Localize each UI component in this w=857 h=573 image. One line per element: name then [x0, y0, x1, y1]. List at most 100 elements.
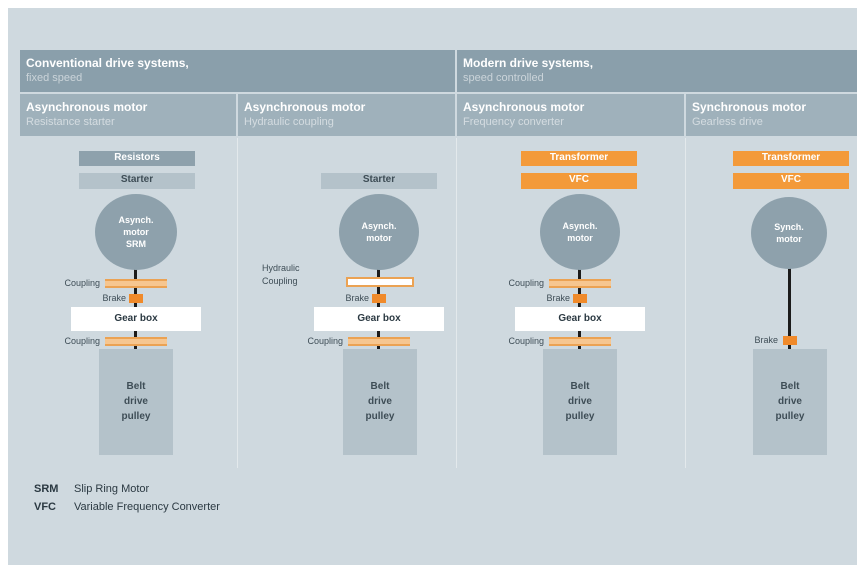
- hydraulic-coupling: [346, 277, 414, 287]
- column-4-subtitle: Gearless drive: [692, 116, 763, 128]
- legend-text: Slip Ring Motor: [74, 483, 150, 495]
- vfc-box: VFC: [733, 173, 849, 189]
- coupling-top-label: Coupling: [508, 278, 544, 288]
- starter-box: Starter: [321, 173, 437, 189]
- column-header-2: Asynchronous motor Hydraulic coupling: [244, 100, 365, 129]
- column-separator: [456, 138, 457, 468]
- header-conventional-bar: [20, 50, 455, 92]
- motor-shaft: [578, 260, 581, 350]
- motor-label-line: motor: [123, 227, 149, 237]
- coupling-bottom-label: Coupling: [508, 336, 544, 346]
- column-3-title: Asynchronous motor: [463, 100, 585, 114]
- column-header-3: Asynchronous motor Frequency converter: [463, 100, 584, 129]
- pulley-label-line: drive: [368, 396, 392, 407]
- pulley-label-line: drive: [568, 396, 592, 407]
- motor-label-line: Synch.: [774, 222, 804, 232]
- header-modern-subtitle: speed controlled: [463, 72, 544, 84]
- pulley-label-line: pulley: [565, 411, 595, 422]
- asynch-motor: Asynch. motor: [339, 194, 419, 270]
- header-conventional-subtitle: fixed speed: [26, 72, 83, 84]
- brake: [573, 294, 587, 303]
- coupling-top: [105, 279, 167, 288]
- column-separator: [685, 138, 686, 468]
- coupling-bottom: [549, 337, 611, 346]
- subheader-bar-3: [457, 94, 684, 136]
- subheader-bar-1: [20, 94, 236, 136]
- synch-motor: Synch. motor: [751, 197, 827, 269]
- asynch-motor: Asynch. motor: [540, 194, 620, 270]
- hydraulic-coupling-label: Hydraulic Coupling: [262, 262, 300, 288]
- transformer-box: Transformer: [733, 151, 849, 166]
- gear-box: Gear box: [515, 307, 645, 331]
- hydraulic-label-line: Hydraulic: [262, 263, 300, 273]
- subheader-bar-4: [686, 94, 857, 136]
- brake-label: Brake: [754, 335, 778, 345]
- pulley-label-line: drive: [778, 396, 802, 407]
- column-1-subtitle: Resistance starter: [26, 116, 115, 128]
- legend-text: Variable Frequency Converter: [74, 501, 220, 513]
- motor-label-line: motor: [366, 233, 392, 243]
- header-modern-title: Modern drive systems,: [463, 56, 594, 70]
- pulley-label-line: drive: [124, 396, 148, 407]
- coupling-bottom: [348, 337, 410, 346]
- column-3-subtitle: Frequency converter: [463, 116, 564, 128]
- column-header-4: Synchronous motor Gearless drive: [692, 100, 806, 129]
- transformer-box: Transformer: [521, 151, 637, 166]
- motor-shaft: [788, 260, 791, 350]
- pulley-label-line: pulley: [121, 411, 151, 422]
- brake-label: Brake: [345, 293, 369, 303]
- belt-drive-pulley: Belt drive pulley: [753, 349, 827, 455]
- brake: [129, 294, 143, 303]
- header-modern-bar: [457, 50, 857, 92]
- motor-label-line: motor: [776, 234, 802, 244]
- hydraulic-label-line: Coupling: [262, 276, 298, 286]
- motor-label-line: Asynch.: [118, 215, 154, 225]
- pulley-label-line: Belt: [370, 381, 390, 392]
- motor-label-line: motor: [567, 233, 593, 243]
- subheader-bar-2: [238, 94, 455, 136]
- belt-drive-pulley: Belt drive pulley: [343, 349, 417, 455]
- legend-abbr: SRM: [34, 483, 59, 495]
- motor-shaft: [377, 260, 380, 350]
- coupling-bottom-label: Coupling: [307, 336, 343, 346]
- legend: SRM Slip Ring Motor VFC Variable Frequency…: [34, 480, 220, 516]
- resistors-box: Resistors: [79, 151, 195, 166]
- motor-label-line: Asynch.: [361, 221, 397, 231]
- belt-drive-pulley: Belt drive pulley: [99, 349, 173, 455]
- column-separator: [237, 138, 238, 468]
- vfc-box: VFC: [521, 173, 637, 189]
- brake: [372, 294, 386, 303]
- gear-box: Gear box: [314, 307, 444, 331]
- header-modern: Modern drive systems, speed controlled: [463, 56, 593, 85]
- brake-label: Brake: [102, 293, 126, 303]
- motor-label-line: Asynch.: [562, 221, 598, 231]
- column-header-1: Asynchronous motor Resistance starter: [26, 100, 147, 129]
- motor-shaft: [134, 260, 137, 350]
- legend-item: VFC Variable Frequency Converter: [34, 498, 220, 516]
- pulley-label-line: pulley: [775, 411, 805, 422]
- legend-item: SRM Slip Ring Motor: [34, 480, 220, 498]
- brake: [783, 336, 797, 345]
- pulley-label-line: Belt: [570, 381, 590, 392]
- pulley-label-line: pulley: [365, 411, 395, 422]
- column-2-subtitle: Hydraulic coupling: [244, 116, 334, 128]
- brake-label: Brake: [546, 293, 570, 303]
- pulley-label-line: Belt: [126, 381, 146, 392]
- header-conventional-title: Conventional drive systems,: [26, 56, 189, 70]
- column-4-title: Synchronous motor: [692, 100, 807, 114]
- belt-drive-pulley: Belt drive pulley: [543, 349, 617, 455]
- legend-abbr: VFC: [34, 501, 56, 513]
- gear-box: Gear box: [71, 307, 201, 331]
- starter-box: Starter: [79, 173, 195, 189]
- motor-label-line: SRM: [125, 239, 146, 249]
- column-2-title: Asynchronous motor: [244, 100, 366, 114]
- header-conventional: Conventional drive systems, fixed speed: [26, 56, 189, 85]
- coupling-bottom: [105, 337, 167, 346]
- pulley-label-line: Belt: [780, 381, 800, 392]
- asynch-motor-srm: Asynch. motor SRM: [95, 194, 177, 270]
- coupling-top: [549, 279, 611, 288]
- coupling-top-label: Coupling: [64, 278, 100, 288]
- column-1-title: Asynchronous motor: [26, 100, 148, 114]
- coupling-bottom-label: Coupling: [64, 336, 100, 346]
